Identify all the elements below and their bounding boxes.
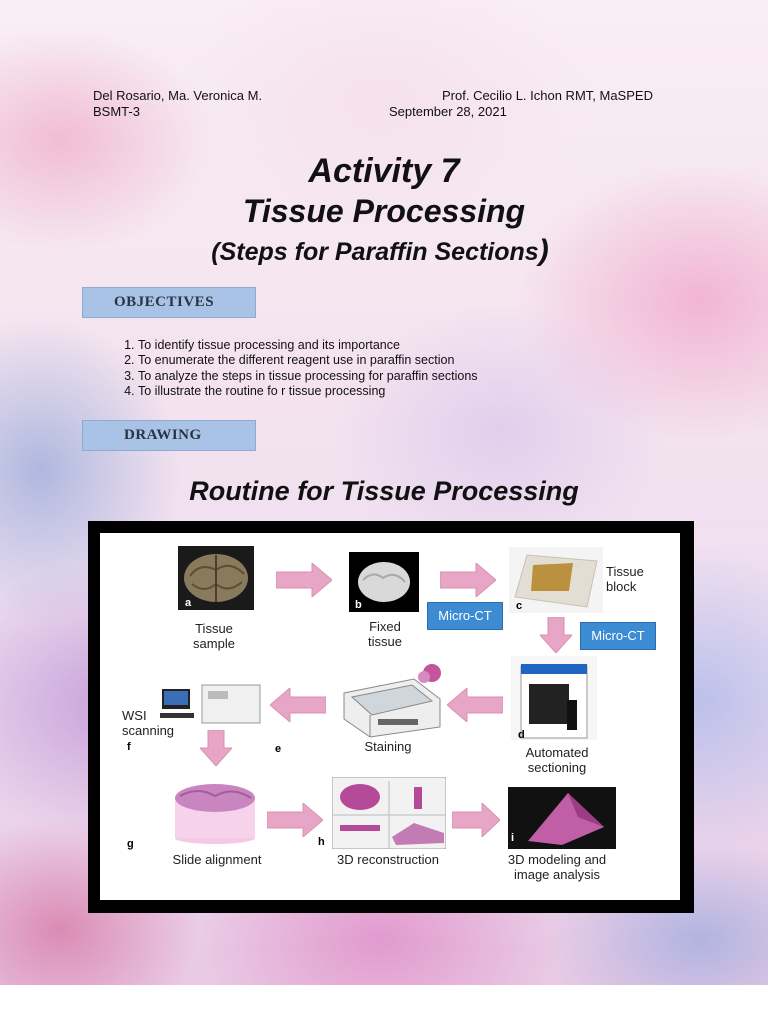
objective-item: To identify tissue processing and its im…	[138, 338, 478, 353]
routine-heading: Routine for Tissue Processing	[189, 476, 579, 506]
activity-subtitle-paren: (Steps for Paraffin Sections)	[0, 234, 764, 268]
student-info: Del Rosario, Ma. Veronica M. BSMT-3	[93, 88, 262, 120]
caption-slide-alignment: Slide alignment	[172, 852, 262, 867]
arrow-down-icon	[540, 617, 572, 653]
arrow-left-icon	[447, 688, 503, 722]
objective-item: To analyze the steps in tissue processin…	[138, 369, 478, 384]
caption-fixed-tissue: Fixed tissue	[368, 619, 402, 649]
microct-label-1: Micro-CT	[427, 602, 503, 630]
caption-staining: Staining	[364, 739, 412, 754]
step-letter-i: i	[511, 832, 515, 844]
arrow-left-icon	[270, 688, 326, 722]
microct-label-2: Micro-CT	[580, 622, 656, 650]
subtitle-paren-text: (Steps for Paraffin Sections	[211, 238, 539, 266]
staining-machine-image	[336, 663, 446, 739]
step-letter-g: g	[127, 838, 134, 850]
objective-item: To illustrate the routine fo r tissue pr…	[138, 384, 478, 399]
tissue-processing-figure: a Tissue sample b Fixed tissue Micro-CT …	[100, 533, 680, 900]
tissue-block-image	[509, 547, 603, 613]
objectives-label: OBJECTIVES	[82, 287, 256, 318]
caption-tissue-block: Tissue block	[606, 564, 644, 594]
arrow-right-icon	[440, 563, 496, 597]
professor-name: Prof. Cecilio L. Ichon RMT, MaSPED	[442, 88, 653, 103]
course-info: Prof. Cecilio L. Ichon RMT, MaSPED Septe…	[389, 88, 653, 120]
caption-wsi-scanning: WSI scanning	[122, 708, 175, 738]
step-letter-d: d	[518, 729, 525, 741]
step-letter-b: b	[355, 599, 362, 611]
slide-stack-image	[170, 778, 260, 846]
fixed-tissue-image	[349, 552, 419, 612]
activity-subtitle: Tissue Processing	[242, 193, 526, 229]
student-section: BSMT-3	[93, 104, 140, 119]
step-letter-e: e	[275, 743, 282, 755]
subtitle-paren-close: )	[538, 234, 549, 267]
reconstruction-software-image	[332, 777, 446, 849]
step-letter-f: f	[127, 741, 131, 753]
activity-title: Activity 7	[308, 152, 460, 190]
student-name: Del Rosario, Ma. Veronica M.	[93, 88, 263, 103]
step-letter-h: h	[318, 836, 325, 848]
brain-sample-image	[178, 546, 254, 610]
arrow-down-icon	[200, 730, 232, 766]
date: September 28, 2021	[389, 104, 507, 119]
wsi-scanner-image	[160, 681, 264, 727]
objectives-list: To identify tissue processing and its im…	[98, 338, 478, 400]
microtome-machine-image	[511, 656, 597, 740]
drawing-label: DRAWING	[82, 420, 256, 451]
objective-item: To enumerate the different reagent use i…	[138, 353, 478, 368]
arrow-right-icon	[276, 563, 332, 597]
caption-tissue-sample: Tissue sample	[193, 621, 235, 651]
3d-model-image	[508, 787, 616, 849]
arrow-right-icon	[267, 803, 323, 837]
arrow-right-icon	[452, 803, 500, 837]
caption-automated-sectioning: Automated sectioning	[525, 745, 589, 775]
step-letter-a: a	[185, 597, 192, 609]
step-letter-c: c	[516, 600, 523, 612]
caption-3d-reconstruction: 3D reconstruction	[337, 852, 439, 867]
caption-3d-modeling: 3D modeling and image analysis	[507, 852, 607, 882]
